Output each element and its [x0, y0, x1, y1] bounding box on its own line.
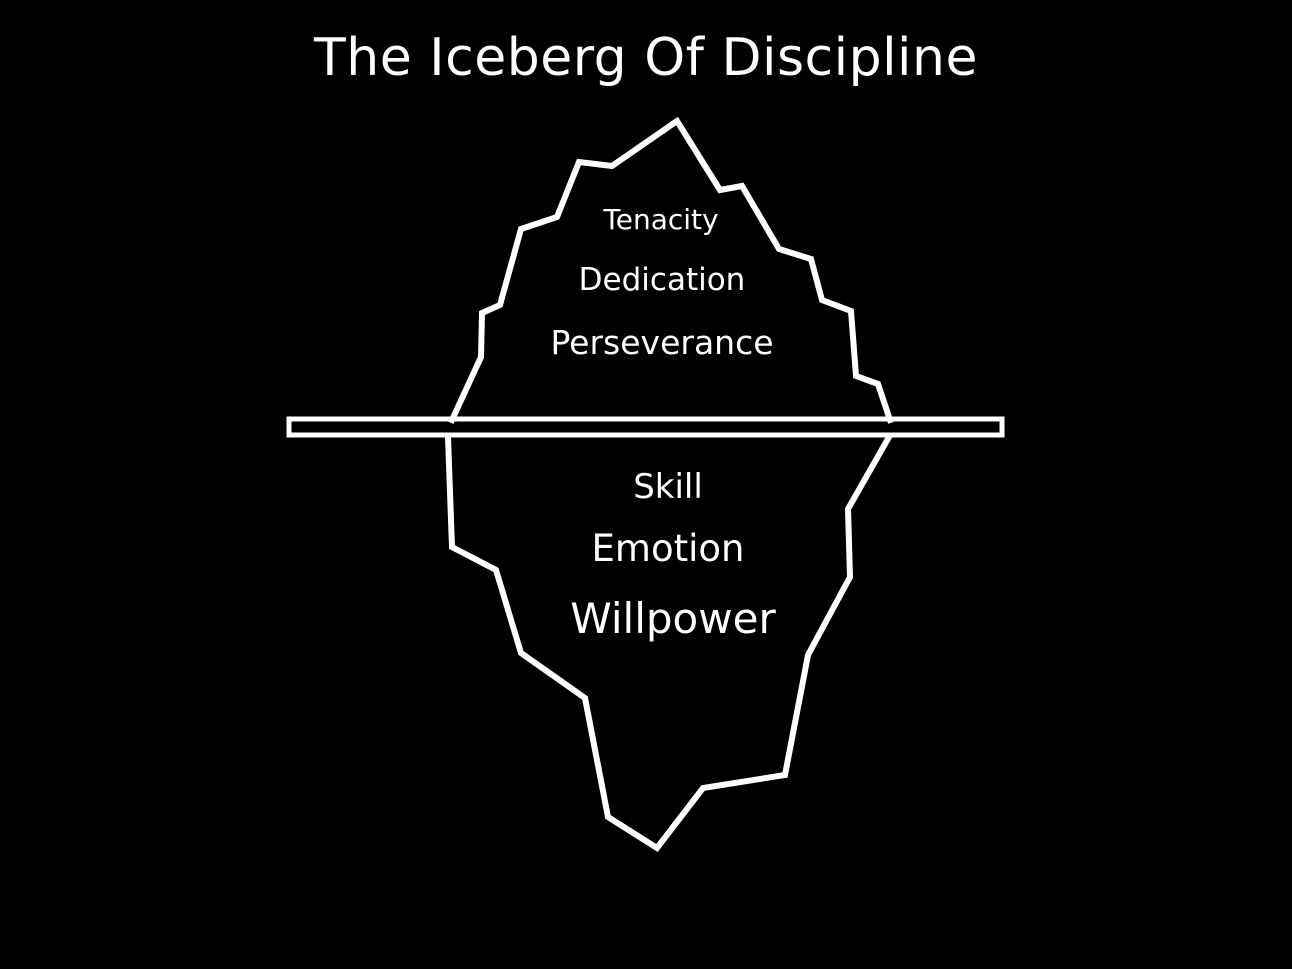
iceberg-submerged-outline	[444, 432, 894, 853]
label-perseverance: Perseverance	[550, 323, 774, 362]
label-dedication: Dedication	[578, 262, 746, 298]
label-tenacity: Tenacity	[603, 203, 719, 236]
label-emotion: Emotion	[591, 527, 745, 570]
waterline-bar	[286, 416, 1005, 438]
label-skill: Skill	[633, 467, 703, 507]
iceberg-tip-outline	[448, 116, 894, 424]
diagram-title: The Iceberg Of Discipline	[314, 28, 978, 88]
label-willpower: Willpower	[570, 594, 776, 643]
